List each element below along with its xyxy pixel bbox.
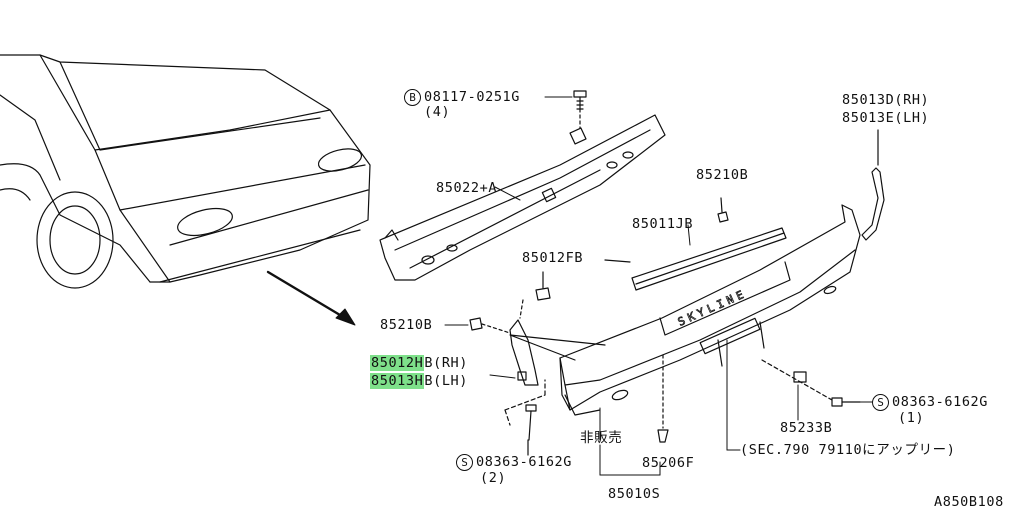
lower-stay xyxy=(761,359,861,407)
side-seal xyxy=(861,129,885,241)
label-retainer-left: 85210B xyxy=(380,317,433,333)
top-bolt xyxy=(573,90,587,129)
label-screw-left-qty: (2) xyxy=(480,470,507,486)
bumper-molding xyxy=(604,227,787,291)
label-seal-lh: 85013E(LH) xyxy=(842,110,930,126)
label-screw-right-qty: (1) xyxy=(898,410,925,426)
part-number-screw-left: 08363-6162G xyxy=(476,454,573,470)
highlighted-part-rh: 85012H xyxy=(370,355,425,371)
bumper-fascia xyxy=(509,204,861,416)
label-fascia-assembly: 85010S xyxy=(608,486,661,502)
retainer-right xyxy=(717,197,729,223)
bracket-rh-suffix: B(RH) xyxy=(424,355,469,371)
highlighted-part-lh: 85013H xyxy=(370,373,425,389)
label-top-bolt-qty: (4) xyxy=(424,104,451,120)
label-reinforcement: 85022+A xyxy=(436,180,498,196)
retainer-left xyxy=(469,317,511,334)
screw-symbol-right: S xyxy=(872,394,889,411)
leader-lines xyxy=(444,96,873,476)
left-screw xyxy=(504,379,546,456)
part-number-bolt: 08117-0251G xyxy=(424,89,521,105)
side-bracket xyxy=(509,299,539,386)
label-not-for-sale: 非販売 xyxy=(580,430,623,446)
label-seal-rh: 85013D(RH) xyxy=(842,92,930,108)
stay-clip xyxy=(535,271,551,301)
label-bracket-lh: 85013HB(LH) xyxy=(370,373,468,389)
bumper-reinforcement xyxy=(379,114,666,281)
part-number-screw-right: 08363-6162G xyxy=(892,394,989,410)
label-clip: 85206F xyxy=(642,455,695,471)
car-rear-illustration xyxy=(0,54,371,289)
screw-symbol-left: S xyxy=(456,454,473,471)
bracket-lh-suffix: B(LH) xyxy=(424,373,469,389)
label-section-ref: (SEC.790 79110にアップリー) xyxy=(740,442,956,458)
direction-arrow xyxy=(266,270,356,326)
diagram-code: A850B108 xyxy=(934,494,1004,510)
label-bracket-rh: 85012HB(RH) xyxy=(370,355,468,371)
label-stay-center: 85012FB xyxy=(522,250,584,266)
label-retainer-right: 85210B xyxy=(696,167,749,183)
label-molding: 85011JB xyxy=(632,216,694,232)
bolt-symbol: B xyxy=(404,89,421,106)
label-stay-bottom: 85233B xyxy=(780,420,833,436)
bottom-clip xyxy=(657,354,669,443)
